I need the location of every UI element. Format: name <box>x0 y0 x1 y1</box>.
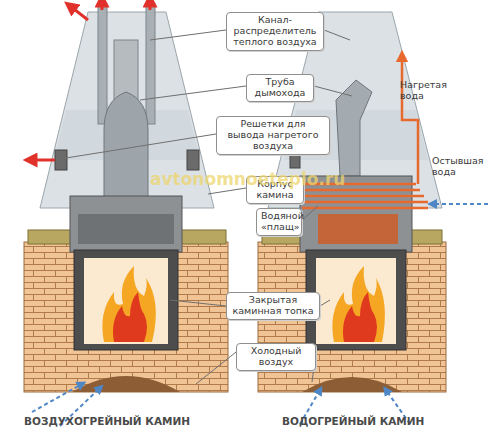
firebox-frame <box>306 250 406 350</box>
body-grate <box>78 214 174 244</box>
cold-air-arrow <box>32 384 82 412</box>
callout-text: Труба дымохода <box>251 77 309 99</box>
firebox-glass <box>84 258 168 344</box>
air-grille <box>187 150 199 170</box>
callout-box: Закрытая каминная топка <box>226 292 320 320</box>
flow-label: Остывшая вода <box>432 156 482 178</box>
watermark: avtonomnoeteplo.ru <box>150 170 345 190</box>
chimney-pipe <box>336 80 372 176</box>
callout-text: Канал-распределитель теплого воздуха <box>231 15 319 48</box>
flame <box>102 266 155 342</box>
brick-base <box>24 242 228 392</box>
cold-water-arrow <box>432 203 488 205</box>
hot-air-arrow <box>101 0 104 10</box>
callout-box: Труба дымохода <box>246 74 314 102</box>
flame <box>332 266 385 342</box>
callout-text: Холодный воздух <box>241 346 311 368</box>
flame-core <box>113 292 147 342</box>
fireplace-title: ВОЗДУХОГРЕЙНЫЙ КАМИН <box>24 415 190 427</box>
warm-air-duct <box>146 4 155 124</box>
callout-box: Холодный воздух <box>236 343 316 371</box>
flow-label: Нагретая вода <box>400 80 456 102</box>
flame-core <box>343 292 377 342</box>
hot-air-arrow <box>149 0 152 10</box>
fireplace-title: ВОДОГРЕЙНЫЙ КАМИН <box>282 415 424 427</box>
callout-box: Водяной «плащ» <box>256 208 302 236</box>
leader-line <box>300 206 318 222</box>
hot-water-pipe <box>402 56 418 184</box>
hot-air-arrow <box>30 159 55 162</box>
water-jacket <box>318 214 398 244</box>
air-inlet-arch <box>302 377 402 392</box>
hot-air-arrow <box>70 6 88 20</box>
air-inlet-arch <box>72 376 180 392</box>
callout-box: Решетки для вывода нагретого воздуха <box>216 116 330 155</box>
callout-box: Канал-распределитель теплого воздуха <box>226 12 324 51</box>
air-grille <box>55 150 67 170</box>
firebox-frame <box>74 250 178 350</box>
fireplace-body <box>70 196 182 252</box>
callout-text: Решетки для вывода нагретого воздуха <box>221 119 325 152</box>
callout-text: Водяной «плащ» <box>261 211 297 233</box>
warm-air-duct <box>98 4 107 124</box>
callout-text: Закрытая каминная топка <box>231 295 315 317</box>
